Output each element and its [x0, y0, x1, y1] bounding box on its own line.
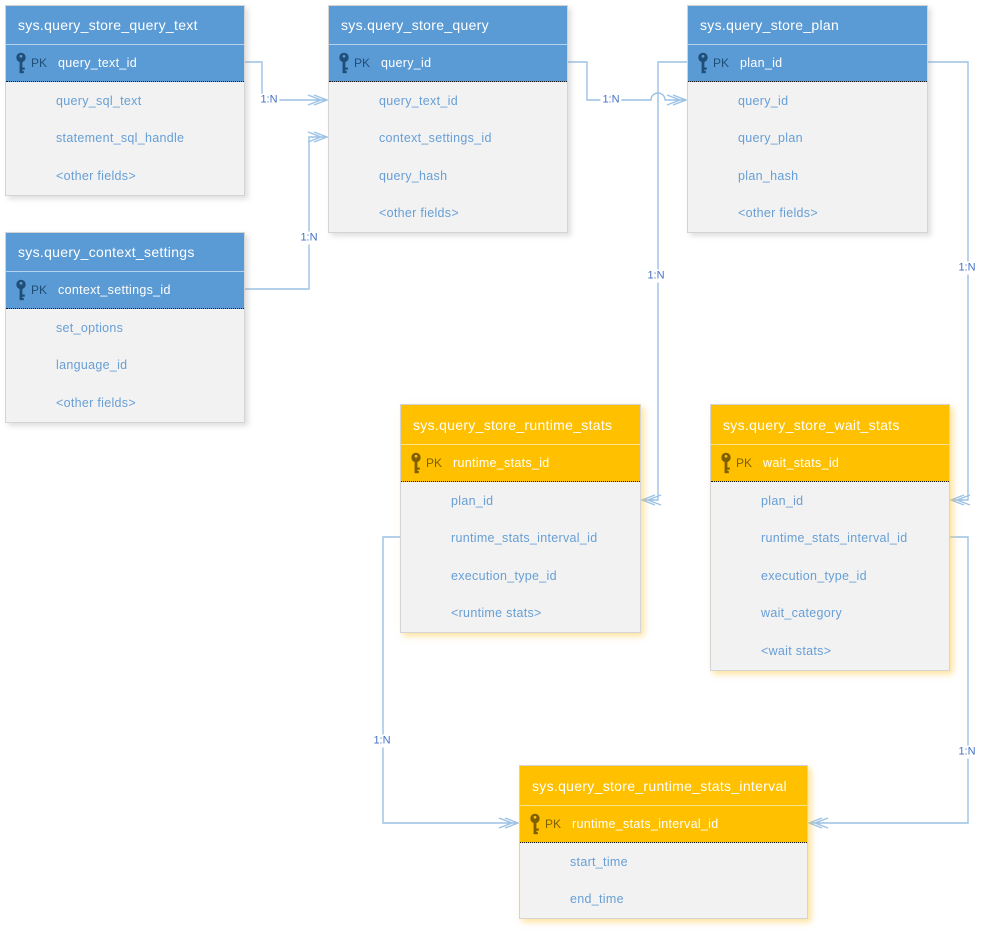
pk-row: PK plan_id: [688, 44, 927, 82]
pk-field-name: runtime_stats_interval_id: [572, 817, 719, 831]
entity-title: sys.query_store_plan: [688, 6, 927, 44]
entity-title: sys.query_store_wait_stats: [711, 405, 949, 444]
pk-field-name: query_id: [381, 56, 432, 70]
cardinality-label: 1:N: [258, 93, 280, 107]
field-row: start_time: [570, 854, 628, 869]
entity-title: sys.query_store_query: [329, 6, 567, 44]
pk-row: PK runtime_stats_id: [401, 444, 640, 482]
pk-label: PK: [31, 283, 48, 297]
pk-label: PK: [713, 56, 730, 70]
field-row: query_plan: [738, 131, 803, 146]
primary-key-icon: [339, 52, 349, 73]
entity-query-store-wait-stats[interactable]: sys.query_store_wait_stats PK wait_stats…: [710, 404, 950, 671]
cardinality-label: 1:N: [600, 93, 622, 107]
pk-label: PK: [545, 817, 562, 831]
pk-row: PK runtime_stats_interval_id: [520, 805, 807, 843]
pk-field-name: plan_id: [740, 56, 783, 70]
field-row: language_id: [56, 358, 128, 373]
connector-query-to-plan[interactable]: [568, 61, 688, 106]
pk-label: PK: [31, 56, 48, 70]
entity-title: sys.query_store_runtime_stats_interval: [520, 766, 807, 805]
field-row: execution_type_id: [761, 568, 867, 583]
field-row: query_id: [738, 93, 789, 108]
pk-field-name: query_text_id: [58, 56, 137, 70]
field-row: runtime_stats_interval_id: [761, 531, 908, 546]
field-row: wait_category: [761, 606, 843, 621]
entity-title: sys.query_context_settings: [6, 233, 244, 271]
field-row: <other fields>: [56, 168, 136, 183]
field-row: execution_type_id: [451, 568, 557, 583]
field-row: query_sql_text: [56, 93, 142, 108]
connector-plan-to-runtime-stats[interactable]: [640, 61, 687, 506]
field-row: statement_sql_handle: [56, 131, 185, 146]
field-row: plan_hash: [738, 168, 799, 183]
field-row: context_settings_id: [379, 131, 492, 146]
entity-query-context-settings[interactable]: sys.query_context_settings PK context_se…: [5, 232, 245, 423]
field-row: <runtime stats>: [451, 606, 542, 621]
pk-label: PK: [426, 456, 443, 470]
primary-key-icon: [698, 52, 708, 73]
field-row: query_hash: [379, 168, 448, 183]
field-row: end_time: [570, 892, 624, 907]
pk-field-name: runtime_stats_id: [453, 456, 550, 470]
connector-wait-stats-to-interval[interactable]: [807, 536, 969, 829]
cardinality-label: 1:N: [956, 261, 978, 275]
field-row: plan_id: [451, 493, 494, 508]
primary-key-icon: [16, 279, 26, 300]
field-row: <wait stats>: [761, 643, 832, 658]
field-row: query_text_id: [379, 93, 458, 108]
entity-query-store-query[interactable]: sys.query_store_query PK query_id query_…: [328, 5, 568, 233]
pk-label: PK: [354, 56, 371, 70]
field-row: <other fields>: [379, 206, 459, 221]
entity-title: sys.query_store_runtime_stats: [401, 405, 640, 444]
primary-key-icon: [530, 813, 540, 834]
entity-title: sys.query_store_query_text: [6, 6, 244, 44]
field-row: plan_id: [761, 493, 804, 508]
field-row: runtime_stats_interval_id: [451, 531, 598, 546]
pk-row: PK context_settings_id: [6, 271, 244, 309]
cardinality-label: 1:N: [645, 269, 667, 283]
field-row: <other fields>: [738, 206, 818, 221]
pk-field-name: context_settings_id: [58, 283, 171, 297]
field-row: <other fields>: [56, 395, 136, 410]
connector-context-settings-to-query[interactable]: [245, 131, 329, 290]
entity-query-store-runtime-stats-interval[interactable]: sys.query_store_runtime_stats_interval P…: [519, 765, 808, 919]
cardinality-label: 1:N: [956, 745, 978, 759]
pk-label: PK: [736, 456, 753, 470]
primary-key-icon: [16, 52, 26, 73]
pk-row: PK wait_stats_id: [711, 444, 949, 482]
entity-query-store-query-text[interactable]: sys.query_store_query_text PK query_text…: [5, 5, 245, 196]
primary-key-icon: [411, 452, 421, 473]
connector-plan-to-wait-stats[interactable]: [928, 61, 971, 506]
cardinality-label: 1:N: [371, 734, 393, 748]
field-row: set_options: [56, 320, 124, 335]
connector-query-text-to-query[interactable]: [245, 61, 329, 106]
pk-row: PK query_text_id: [6, 44, 244, 82]
primary-key-icon: [721, 452, 731, 473]
entity-query-store-runtime-stats[interactable]: sys.query_store_runtime_stats PK runtime…: [400, 404, 641, 633]
entity-query-store-plan[interactable]: sys.query_store_plan PK plan_id query_id…: [687, 5, 928, 233]
connector-runtime-stats-to-interval[interactable]: [382, 536, 520, 829]
cardinality-label: 1:N: [298, 231, 320, 245]
pk-row: PK query_id: [329, 44, 567, 82]
pk-field-name: wait_stats_id: [763, 456, 840, 470]
